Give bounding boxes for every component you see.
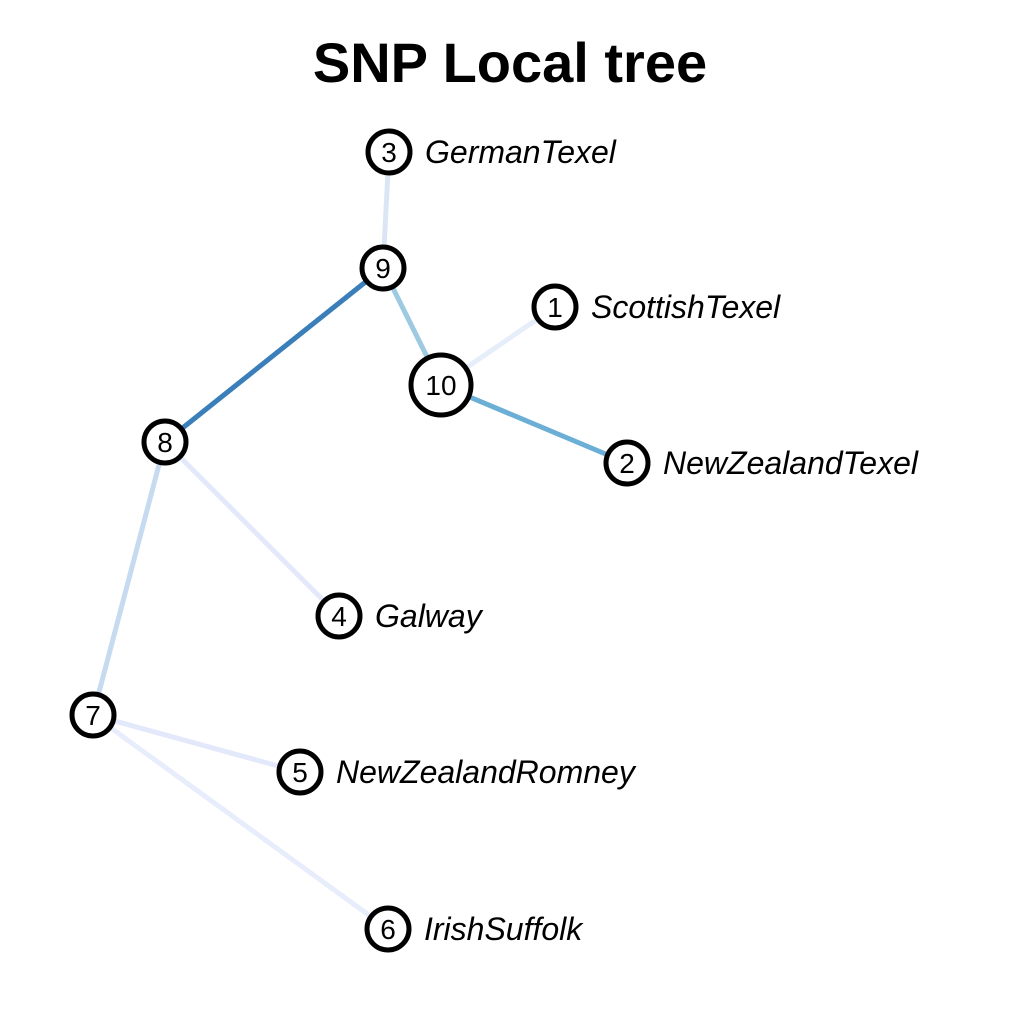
node-7: 7 xyxy=(69,691,117,739)
node-2: 2 NewZealandTexel xyxy=(603,439,919,487)
node-circle xyxy=(141,418,189,466)
node-name-label: GermanTexel xyxy=(425,134,617,170)
node-name-label: ScottishTexel xyxy=(591,289,781,325)
edge-7-5 xyxy=(90,712,303,775)
node-id-label: 1 xyxy=(547,292,563,323)
node-circle xyxy=(603,439,651,487)
edge-8-4 xyxy=(162,439,342,619)
node-name-label: Galway xyxy=(375,598,484,634)
node-id-label: 3 xyxy=(381,137,397,168)
node-name-label: NewZealandTexel xyxy=(663,445,919,481)
node-name-label: IrishSuffolk xyxy=(424,911,584,947)
node-9: 9 xyxy=(359,244,407,292)
node-id-label: 4 xyxy=(331,601,347,632)
node-10: 10 xyxy=(408,352,474,418)
edge-9-8 xyxy=(162,265,386,445)
node-circle xyxy=(69,691,117,739)
node-circle xyxy=(359,244,407,292)
node-circle xyxy=(315,592,363,640)
edge-8-7 xyxy=(90,439,168,718)
node-circle xyxy=(408,352,474,418)
diagram-title: SNP Local tree xyxy=(313,31,707,94)
node-6: 6 IrishSuffolk xyxy=(364,905,584,953)
node-4: 4 Galway xyxy=(315,592,484,640)
node-id-label: 6 xyxy=(380,914,396,945)
edge-7-6 xyxy=(90,712,391,932)
node-circle xyxy=(531,283,579,331)
node-circle xyxy=(276,748,324,796)
nodes-layer: 1 ScottishTexel 2 NewZealandTexel 3 GermanTex… xyxy=(69,128,919,953)
node-8: 8 xyxy=(141,418,189,466)
node-1: 1 ScottishTexel xyxy=(531,283,781,331)
node-id-label: 5 xyxy=(292,757,308,788)
node-5: 5 NewZealandRomney xyxy=(276,748,637,796)
node-circle xyxy=(364,905,412,953)
node-id-label: 8 xyxy=(157,427,173,458)
node-id-label: 2 xyxy=(619,448,635,479)
edge-10-2 xyxy=(438,382,630,466)
node-name-label: NewZealandRomney xyxy=(336,754,637,790)
node-id-label: 10 xyxy=(425,370,456,401)
node-3: 3 GermanTexel xyxy=(365,128,617,176)
node-id-label: 9 xyxy=(375,253,391,284)
node-id-label: 7 xyxy=(85,700,101,731)
node-circle xyxy=(365,128,413,176)
